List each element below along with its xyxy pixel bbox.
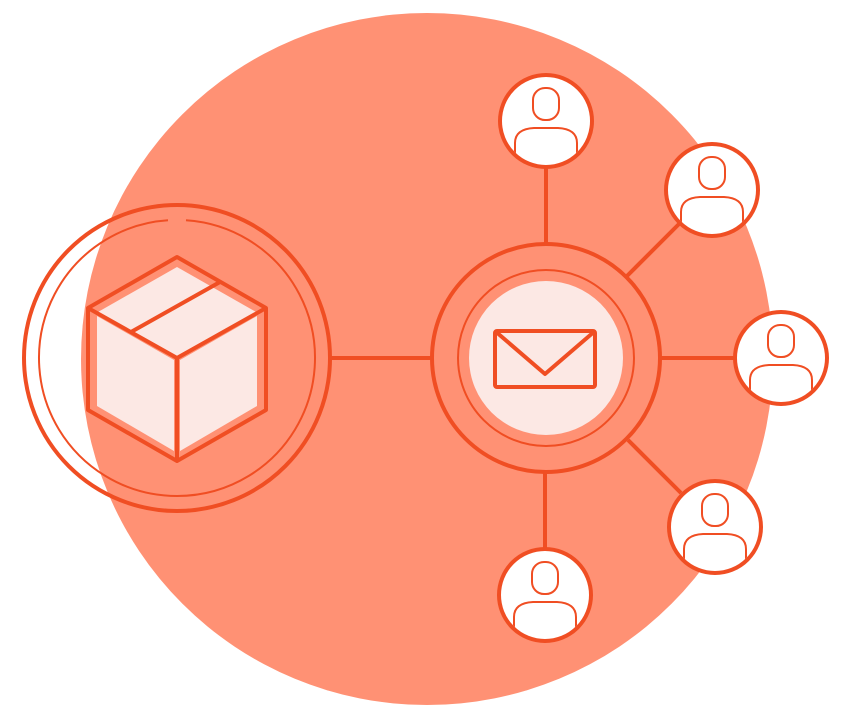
recipient-node [733,310,829,406]
recipient-node [497,547,593,643]
recipient-node [667,479,763,575]
recipient-node [664,142,760,238]
package-node [22,203,332,513]
recipient-node [498,73,594,169]
user-icon [749,324,813,398]
user-icon [683,493,747,567]
mail-hub-node [430,242,662,474]
envelope-mail-icon [493,329,597,389]
connector-lines [330,168,734,548]
user-icon [513,561,577,635]
user-icon [680,156,744,230]
user-icon [514,87,578,161]
package-box-icon [86,255,268,463]
